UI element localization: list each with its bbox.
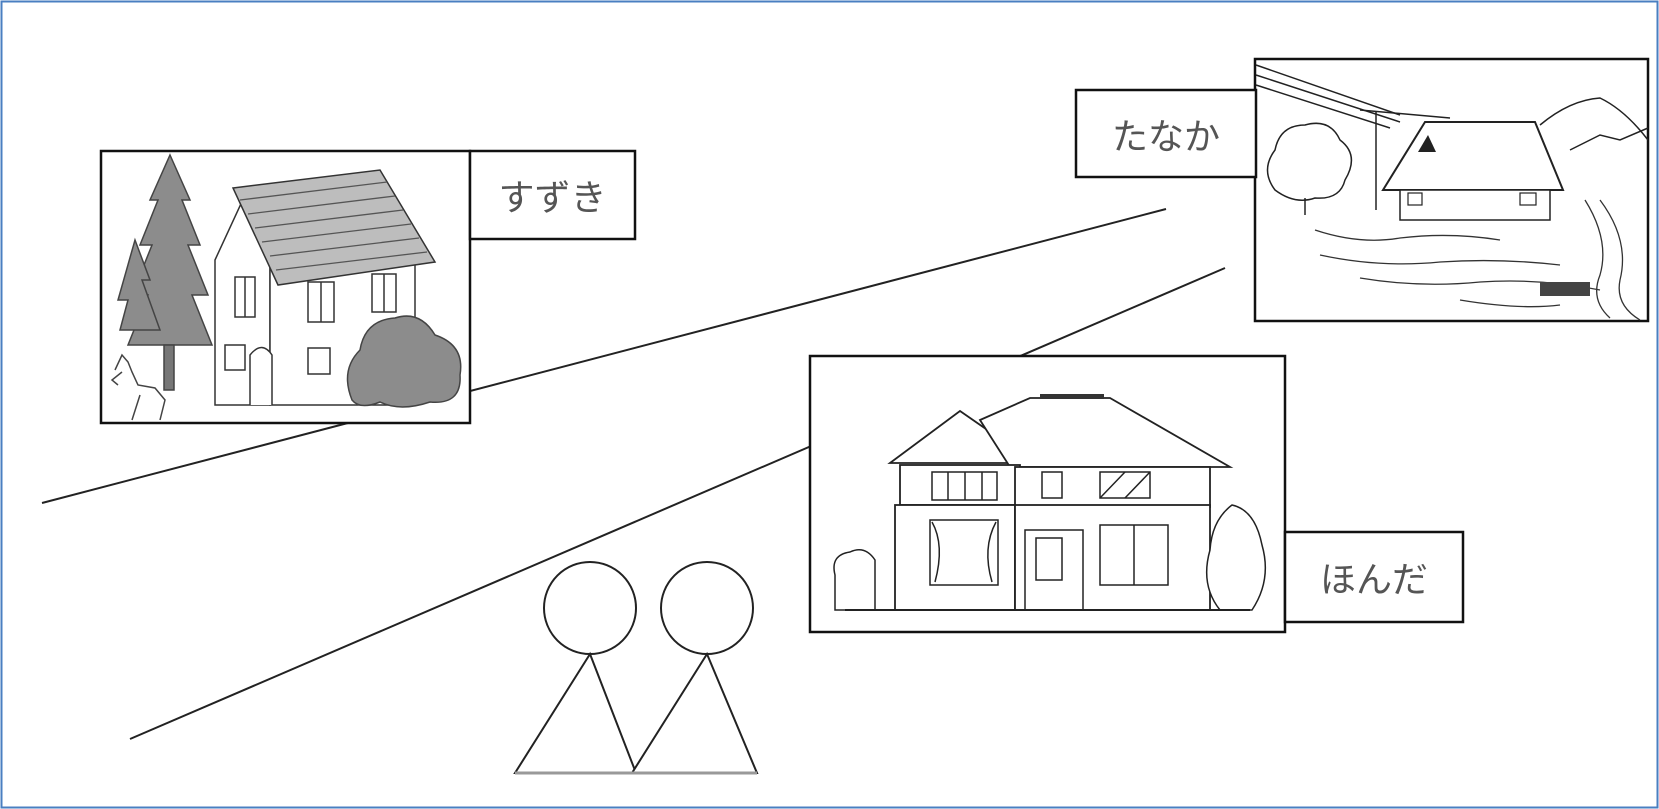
mountain-icon [1539,97,1649,141]
house-roof [231,169,437,286]
road-line-upper [41,208,1167,504]
person-figure-left [513,561,638,774]
house-roof-right [978,397,1234,468]
tanaka-label-text: たなか [1111,116,1220,158]
tanaka-label: たなか [1078,92,1254,175]
tanaka-house-picture [1253,57,1650,323]
honda-label: ほんだ [1287,534,1461,620]
tree-icon [1266,122,1353,201]
person-figure-right [630,561,759,774]
suzuki-house-picture [99,149,472,425]
suzuki-label-text: すずき [498,178,607,219]
pine-tree-icon [117,153,214,391]
tree-icon [1205,504,1267,611]
road-line-lower [129,267,1226,740]
honda-label-text: ほんだ [1319,560,1428,601]
bush-icon [346,315,462,408]
suzuki-label: すずき [472,153,633,237]
dog-icon [110,353,166,421]
honda-house-picture [808,354,1287,634]
